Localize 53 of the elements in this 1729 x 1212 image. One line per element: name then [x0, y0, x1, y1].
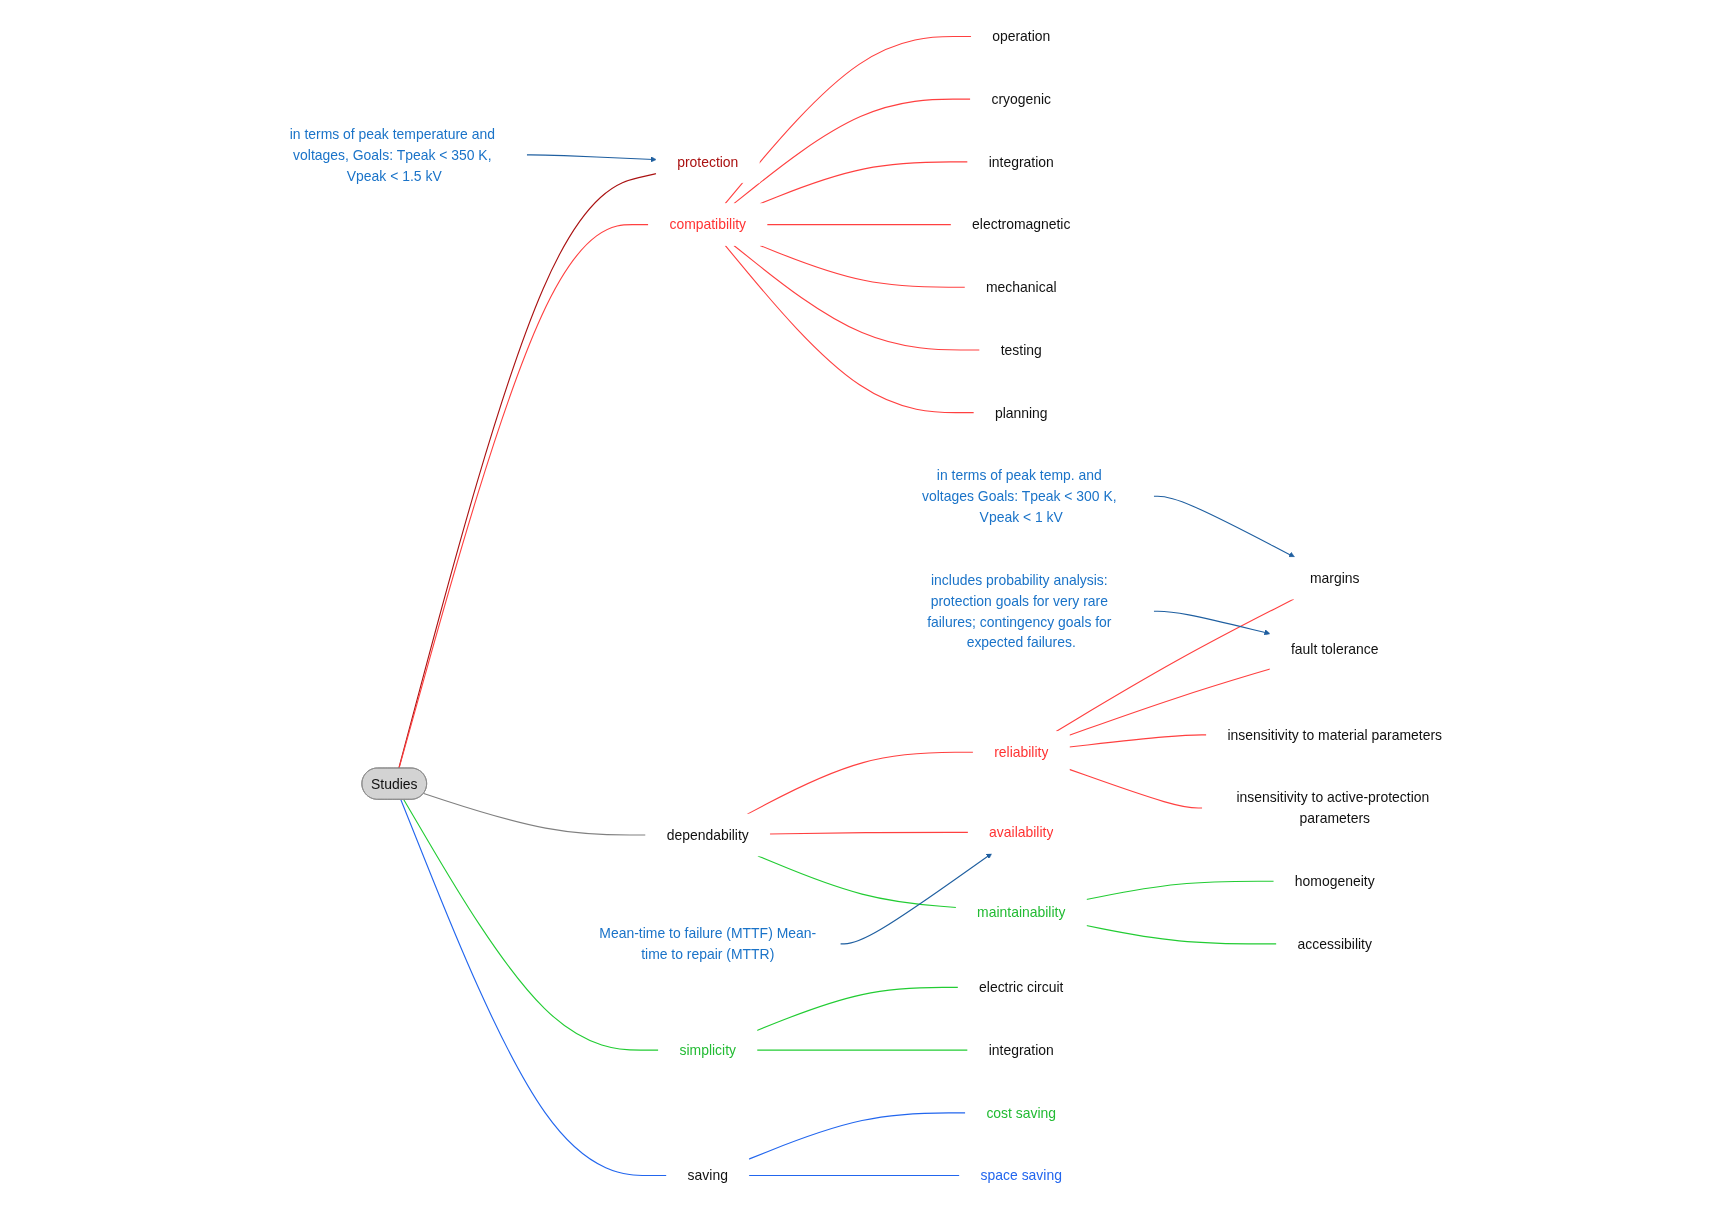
- connector: [748, 1112, 967, 1160]
- node-text: testing: [1000, 342, 1042, 358]
- node-text: simplicity: [679, 1042, 737, 1058]
- node-text: maintainability: [977, 904, 1066, 921]
- node-text: dependability: [666, 827, 749, 843]
- arrow: [526, 154, 657, 163]
- connector: [748, 1174, 961, 1177]
- connector: [724, 244, 975, 414]
- node-text: cost saving: [986, 1105, 1057, 1121]
- connector: [756, 1049, 969, 1051]
- node-text: integration: [988, 154, 1054, 170]
- node-text: compatibility: [669, 216, 747, 233]
- node-text: insensitivity to active-protection parameters: [1236, 789, 1430, 827]
- connector: [724, 35, 972, 205]
- connector: [757, 855, 957, 909]
- arrow: [1153, 495, 1295, 558]
- connector: [400, 799, 668, 1177]
- connector: [1068, 768, 1203, 809]
- connector: [1068, 668, 1271, 736]
- node-text: reliability: [994, 744, 1049, 760]
- connector: [423, 793, 647, 836]
- node-text: fault tolerance: [1290, 641, 1379, 658]
- node-text: in terms of peak temp. and voltages Goals: Tpeak < 300 K, Vpeak < 1 kV: [922, 467, 1117, 525]
- connector: [759, 244, 966, 288]
- arrow: [839, 853, 993, 945]
- node-text: saving: [687, 1167, 728, 1184]
- node-text: accessibility: [1297, 936, 1372, 952]
- node-text: electromagnetic: [972, 216, 1071, 233]
- node-text: insensitivity to material parameters: [1227, 727, 1442, 743]
- node-text: cryogenic: [991, 91, 1052, 107]
- arrow: [1153, 610, 1271, 636]
- connector: [1085, 880, 1275, 901]
- node-text: margins: [1309, 570, 1360, 586]
- connector: [733, 244, 981, 351]
- node-text: mechanical: [986, 279, 1057, 295]
- node-text: homogeneity: [1294, 873, 1375, 889]
- connector: [1085, 925, 1278, 945]
- connector: [746, 751, 974, 815]
- connector: [403, 799, 660, 1051]
- node-text: Mean-time to failure (MTTF) Mean-time to repair (MTTR): [599, 925, 817, 962]
- connector: [769, 831, 969, 835]
- node-text: availability: [989, 824, 1054, 841]
- node-text: operation: [992, 28, 1051, 45]
- connector: [756, 986, 959, 1031]
- node-text: integration: [988, 1042, 1054, 1058]
- connector: [733, 98, 972, 205]
- connector: [766, 224, 952, 226]
- node-text: in terms of peak temperature and voltages, Goals: Tpeak < 350 K, Vpeak < 1.5 kV: [289, 126, 495, 184]
- node-text: electric circuit: [979, 979, 1064, 996]
- connector: [1068, 734, 1208, 748]
- node-text: includes probability analysis: protection goals for very rare failures; contingency goals for expected failures.: [927, 572, 1112, 651]
- node-text: planning: [994, 405, 1048, 421]
- node-text: space saving: [980, 1167, 1062, 1184]
